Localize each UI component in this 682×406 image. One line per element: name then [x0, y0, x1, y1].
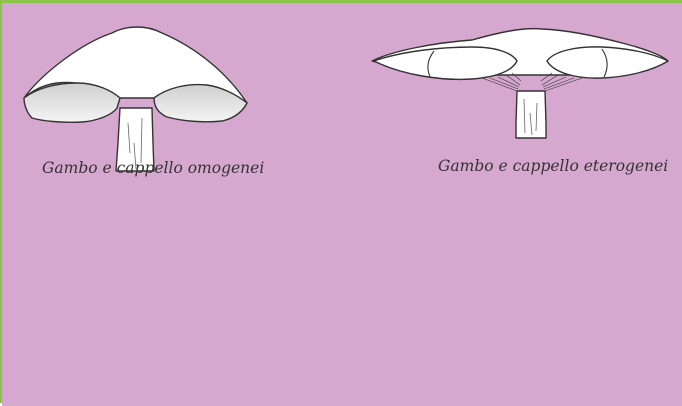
mushroom-diagram: [2, 3, 682, 406]
stipe: [516, 91, 546, 138]
caption-heterogeneous: Gambo e cappello eterogenei: [438, 157, 668, 175]
caption-homogeneous: Gambo e cappello omogenei: [42, 159, 264, 177]
